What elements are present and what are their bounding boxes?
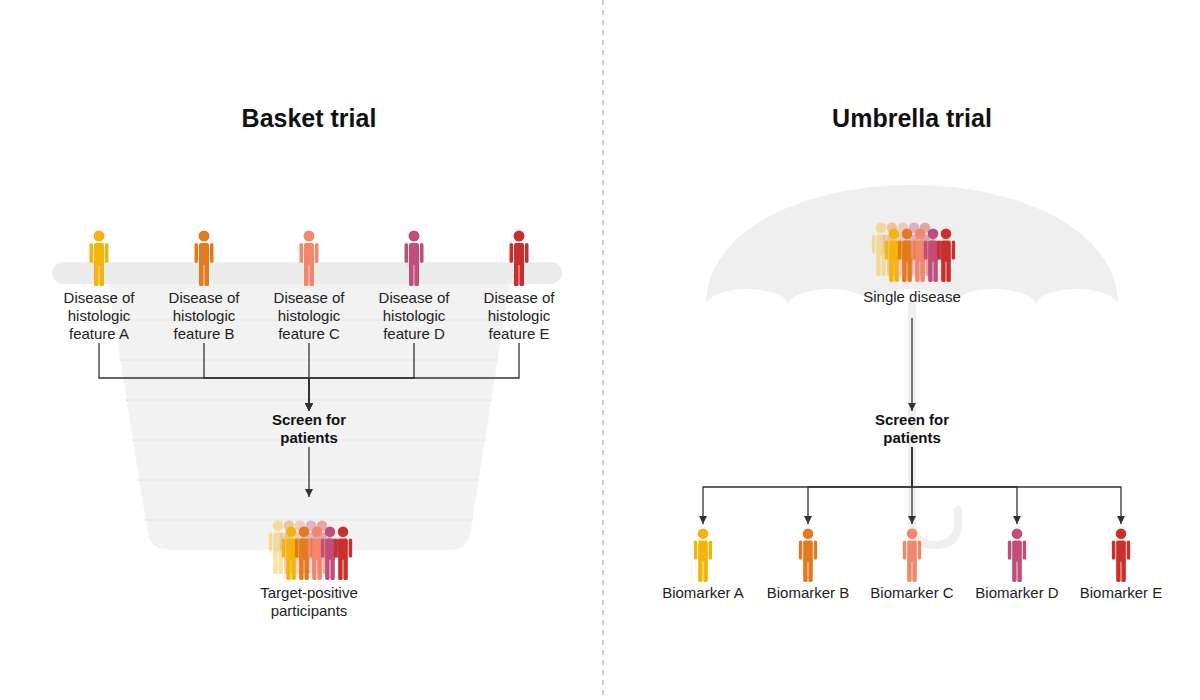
disease-group: Disease of histologic feature B [154, 228, 254, 343]
node-label: Biomarker A [648, 584, 758, 602]
node-label: Disease of histologic feature A [49, 289, 149, 343]
flow-connector [309, 343, 519, 411]
flow-connector [99, 343, 309, 411]
basket-weave [113, 320, 504, 520]
flow-connector [808, 447, 912, 524]
node-label: Biomarker E [1066, 584, 1176, 602]
flow-connector [703, 447, 912, 524]
participant-group: Target-positive participants [244, 497, 374, 620]
disease-group: Disease of histologic feature A [49, 228, 149, 343]
panel-divider [602, 0, 603, 700]
person-icon [405, 231, 424, 287]
node-label: Target-positive participants [244, 584, 374, 620]
disease-icons [872, 222, 955, 282]
node-label: Disease of histologic feature C [259, 289, 359, 343]
basket-body [108, 282, 510, 550]
disease-group: Disease of histologic feature E [469, 228, 569, 343]
disease-group: Disease of histologic feature D [364, 228, 464, 343]
biomarker-group: Biomarker C [857, 524, 967, 602]
flow-connector [308, 447, 309, 497]
node-label: Biomarker B [753, 584, 863, 602]
flow-connector [308, 343, 309, 411]
panel-title: Umbrella trial [792, 103, 1032, 133]
biomarker-icons [694, 528, 1130, 582]
person-icon [694, 528, 712, 582]
flow-connector [912, 447, 1121, 524]
biomarker-group: Biomarker D [962, 524, 1072, 602]
flow-connector [912, 447, 1017, 524]
panel-title: Basket trial [189, 103, 429, 133]
disease-group: Single disease [852, 222, 972, 318]
person-icon [1112, 528, 1130, 582]
node-label: Biomarker C [857, 584, 967, 602]
trial-panel: Basket trialDisease of histologic featur… [0, 0, 600, 700]
node-label: Screen for patients [259, 411, 359, 447]
person-icon [195, 231, 214, 287]
person-icon [510, 231, 529, 287]
flow-connector [204, 343, 309, 411]
biomarker-group: Biomarker E [1066, 524, 1176, 602]
node-label: Disease of histologic feature E [469, 289, 569, 343]
disease-group: Disease of histologic feature C [259, 228, 359, 343]
participant-icons [269, 520, 352, 580]
node-label: Disease of histologic feature D [364, 289, 464, 343]
person-icons [90, 231, 529, 287]
person-icon [903, 528, 921, 582]
person-icon [300, 231, 319, 287]
flow-connector [911, 318, 912, 411]
umbrella-illustration [706, 185, 1118, 545]
screen-step: Screen for patients [259, 411, 359, 447]
flow-connector [309, 343, 414, 411]
umbrella-canopy [706, 185, 1118, 305]
screen-step: Screen for patients [862, 411, 962, 447]
trial-panel: Umbrella trialSingle diseaseScreen for p… [606, 0, 1200, 700]
node-label: Disease of histologic feature B [154, 289, 254, 343]
biomarker-group: Biomarker B [753, 524, 863, 602]
person-icon [90, 231, 109, 287]
biomarker-group: Biomarker A [648, 524, 758, 602]
node-label: Screen for patients [862, 411, 962, 447]
flow-connector [911, 447, 912, 524]
person-icon [1008, 528, 1026, 582]
node-label: Biomarker D [962, 584, 1072, 602]
person-icon [799, 528, 817, 582]
node-label: Single disease [852, 288, 972, 306]
